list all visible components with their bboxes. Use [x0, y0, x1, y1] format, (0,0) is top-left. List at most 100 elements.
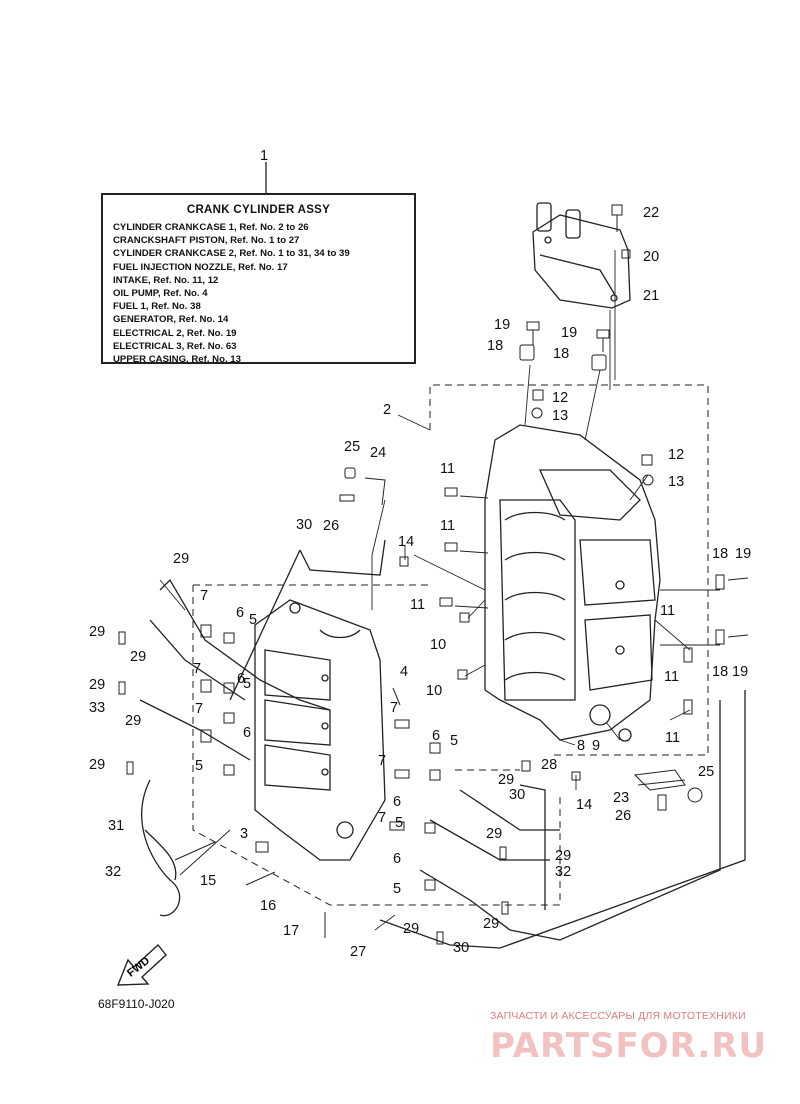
- callout-6c: 6: [243, 725, 251, 741]
- callout-5b: 5: [243, 676, 251, 692]
- callout-31: 31: [108, 818, 124, 834]
- assembly-legend-box: CRANK CYLINDER ASSY CYLINDER CRANKCASE 1…: [101, 193, 416, 366]
- callout-18b: 18: [553, 346, 569, 362]
- callout-7e: 7: [378, 810, 386, 826]
- legend-line: UPPER CASING, Ref. No. 13: [113, 353, 241, 365]
- callout-11: 11: [440, 461, 455, 477]
- right-hose-assembly: [379, 690, 746, 949]
- callout-29i: 29: [555, 848, 571, 864]
- callout-6b: 6: [237, 671, 245, 687]
- callout-7c: 7: [390, 700, 398, 716]
- callout-29h: 29: [486, 826, 502, 842]
- callout-25b: 25: [698, 764, 714, 780]
- legend-title: CRANK CYLINDER ASSY: [186, 204, 331, 216]
- callout-11f: 11: [665, 730, 680, 746]
- callout-6: 6: [236, 605, 244, 621]
- callout-11c: 11: [410, 597, 425, 613]
- cylinder-crankcase-1: [484, 424, 661, 742]
- callout-29d: 29: [89, 677, 105, 693]
- callout-26: 26: [323, 518, 339, 534]
- callout-29e: 29: [125, 713, 141, 729]
- callout-13b: 13: [668, 474, 684, 490]
- callout-7f: 7: [193, 661, 201, 677]
- callout-25: 25: [344, 439, 360, 455]
- callout-7d: 7: [378, 753, 386, 769]
- callout-10b: 10: [426, 683, 442, 699]
- callout-4: 4: [400, 664, 408, 680]
- callout-10: 10: [430, 637, 446, 653]
- callout-18: 18: [487, 338, 503, 354]
- callout-14b: 14: [576, 797, 592, 813]
- callout-3: 3: [240, 826, 248, 842]
- callout-33: 33: [89, 700, 105, 716]
- legend-line: ELECTRICAL 2, Ref. No. 19: [113, 327, 237, 339]
- callout-29k: 29: [403, 921, 419, 937]
- callout-29f: 29: [89, 757, 105, 773]
- callout-16: 16: [260, 898, 276, 914]
- callout-24: 24: [370, 445, 386, 461]
- legend-line: CRANCKSHAFT PISTON, Ref. No. 1 to 27: [113, 235, 300, 247]
- callout-5: 5: [249, 612, 257, 628]
- legend-line: GENERATOR, Ref. No. 14: [113, 314, 229, 326]
- watermark-logo: PARTSFOR.RU: [490, 1026, 768, 1066]
- callout-30c: 30: [453, 940, 469, 956]
- callout-18d: 18: [712, 664, 728, 680]
- callout-26b: 26: [615, 808, 631, 824]
- diagram-code: 68F9110-J020: [98, 997, 175, 1011]
- callout-11b: 11: [440, 518, 455, 534]
- callout-27: 27: [350, 944, 366, 960]
- callout-1: 1: [260, 148, 268, 164]
- callout-6f: 6: [393, 851, 401, 867]
- callout-8: 8: [577, 738, 585, 754]
- callout-7b: 7: [195, 701, 203, 717]
- legend-line: CYLINDER CRANKCASE 1, Ref. No. 2 to 26: [113, 222, 309, 233]
- left-hose-assembly: [139, 578, 331, 917]
- callout-19: 19: [494, 317, 510, 333]
- callout-22: 22: [643, 205, 659, 221]
- callout-23: 23: [613, 790, 629, 806]
- callout-14: 14: [398, 534, 414, 550]
- callout-12: 12: [552, 390, 568, 406]
- watermark-tagline: ЗАПЧАСТИ И АКСЕССУАРЫ ДЛЯ МОТОТЕХНИКИ: [490, 1010, 746, 1022]
- callout-19d: 19: [732, 664, 748, 680]
- callout-11e: 11: [664, 669, 679, 685]
- upper-cover-plate: [532, 202, 631, 309]
- callout-5f: 5: [393, 881, 401, 897]
- callout-29b: 29: [89, 624, 105, 640]
- callout-numbers: 1 2 3 4 5 5 5 5 5 5 6 6 6 6 6 6 7 7 7 7 …: [89, 148, 751, 960]
- callout-5c: 5: [195, 758, 203, 774]
- callout-18c: 18: [712, 546, 728, 562]
- callout-29j: 29: [483, 916, 499, 932]
- legend-line: ELECTRICAL 3, Ref. No. 63: [113, 340, 237, 352]
- callout-32: 32: [105, 864, 121, 880]
- fwd-arrow-icon: [116, 943, 167, 986]
- callout-6e: 6: [393, 794, 401, 810]
- callout-30: 30: [296, 517, 312, 533]
- callout-30b: 30: [509, 787, 525, 803]
- callout-17: 17: [283, 923, 299, 939]
- callout-15: 15: [200, 873, 216, 889]
- callout-21: 21: [643, 288, 659, 304]
- callout-5e: 5: [395, 815, 403, 831]
- fasteners: [118, 204, 749, 945]
- callout-2: 2: [383, 402, 391, 418]
- callout-28: 28: [541, 757, 557, 773]
- legend-lines: CYLINDER CRANKCASE 1, Ref. No. 2 to 26 C…: [113, 221, 350, 366]
- callout-29g: 29: [498, 772, 514, 788]
- callout-20: 20: [643, 249, 659, 265]
- legend-line: CYLINDER CRANKCASE 2, Ref. No. 1 to 31, …: [113, 248, 350, 260]
- legend-line: INTAKE, Ref. No. 11, 12: [113, 274, 219, 286]
- callout-6d: 6: [432, 728, 440, 744]
- callout-29c: 29: [130, 649, 146, 665]
- legend-line: FUEL 1, Ref. No. 38: [113, 301, 201, 313]
- callout-29: 29: [173, 551, 189, 567]
- callout-19b: 19: [561, 325, 577, 341]
- callout-11d: 11: [660, 603, 675, 619]
- cylinder-crankcase-2: [254, 599, 386, 861]
- hose-30: [299, 539, 386, 576]
- assembly-boundary-dashed: [192, 384, 709, 906]
- callout-7: 7: [200, 588, 208, 604]
- callout-32b: 32: [555, 864, 571, 880]
- callout-19c: 19: [735, 546, 751, 562]
